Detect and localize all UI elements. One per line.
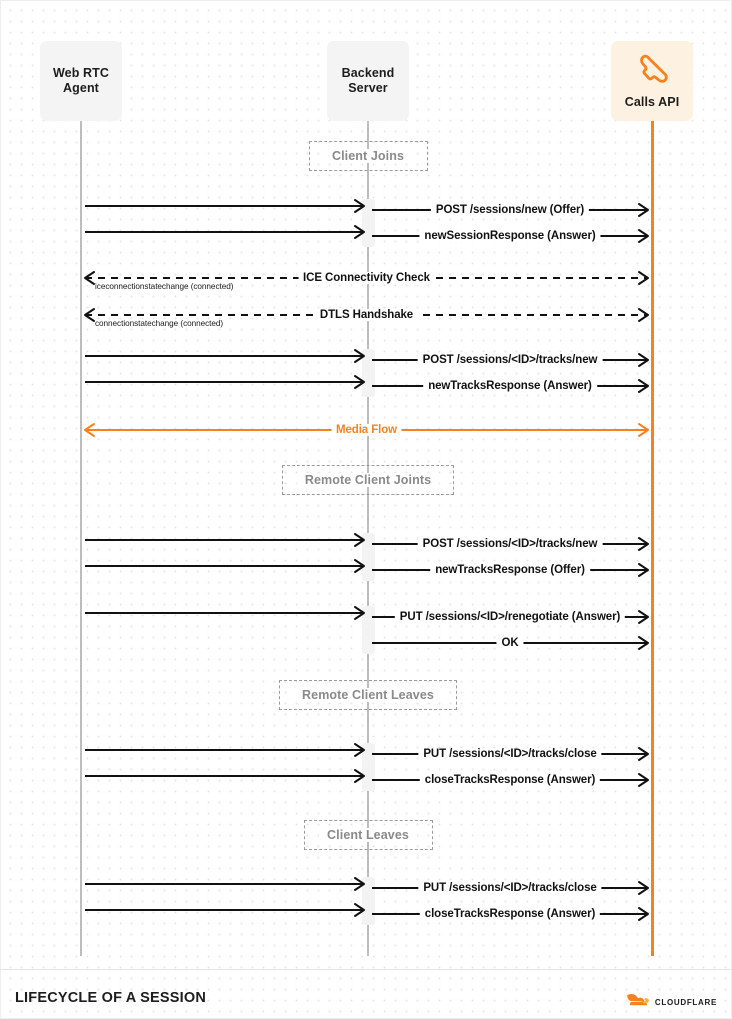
message-label: PUT /sessions/<ID>/tracks/close	[418, 882, 602, 894]
activation-bar	[362, 199, 375, 247]
phone-icon	[634, 53, 670, 91]
message-label: closeTracksResponse (Answer)	[419, 774, 601, 786]
participant-label: Web RTC Agent	[52, 66, 110, 95]
lifeline-calls	[651, 121, 654, 956]
activation-bar	[362, 877, 375, 925]
message-sublabel: iceconnectionstatechange (connected)	[95, 282, 234, 291]
section-divider: Remote Client Joints	[282, 465, 454, 495]
participant-backend[interactable]: Backend Server	[327, 41, 409, 121]
lifeline-client	[80, 121, 82, 956]
message-arrow	[85, 557, 365, 575]
message-label: OK	[496, 637, 524, 649]
cloudflare-cloud-icon	[624, 993, 650, 1011]
message-arrow	[85, 531, 365, 549]
message-sublabel: connectionstatechange (connected)	[95, 319, 224, 328]
section-label: Client Joins	[323, 149, 413, 163]
message-arrow	[85, 767, 365, 785]
message-label: ICE Connectivity Check	[298, 272, 435, 284]
activation-bar	[362, 533, 375, 581]
message-label: PUT /sessions/<ID>/renegotiate (Answer)	[394, 611, 626, 623]
message-label: POST /sessions/<ID>/tracks/new	[417, 354, 603, 366]
message-arrow	[85, 604, 365, 622]
message-label: newTracksResponse (Answer)	[423, 380, 597, 392]
participant-label: Calls API	[624, 94, 680, 109]
cloudflare-logo: CLOUDFLARE	[624, 993, 717, 1011]
message-label: PUT /sessions/<ID>/tracks/close	[418, 748, 602, 760]
message-label: POST /sessions/<ID>/tracks/new	[417, 538, 603, 550]
message-arrow	[85, 223, 365, 241]
activation-bar	[362, 349, 375, 397]
message-label: POST /sessions/new (Offer)	[430, 204, 590, 216]
message-label: closeTracksResponse (Answer)	[419, 908, 601, 920]
message-arrow	[85, 197, 365, 215]
message-arrow	[85, 901, 365, 919]
section-divider: Client Leaves	[303, 820, 433, 850]
message-arrow	[85, 741, 365, 759]
activation-bar	[362, 606, 375, 654]
cloudflare-wordmark: CLOUDFLARE	[654, 997, 717, 1007]
page-title: LIFECYCLE OF A SESSION	[15, 990, 207, 1006]
footer-divider	[1, 969, 731, 970]
message-arrow	[85, 875, 365, 893]
participant-client[interactable]: Web RTC Agent	[40, 41, 122, 121]
activation-bar	[362, 743, 375, 791]
section-label: Remote Client Joints	[296, 473, 440, 487]
message-arrow	[85, 347, 365, 365]
section-divider: Client Joins	[308, 141, 428, 171]
message-label: DTLS Handshake	[314, 309, 419, 321]
message-label: newTracksResponse (Offer)	[430, 564, 590, 576]
message-label: Media Flow	[331, 424, 402, 436]
section-label: Remote Client Leaves	[294, 688, 442, 702]
participant-label: Backend Server	[341, 66, 395, 95]
message-label: newSessionResponse (Answer)	[419, 230, 601, 242]
section-label: Client Leaves	[319, 828, 417, 842]
participant-calls[interactable]: Calls API	[611, 41, 693, 121]
section-divider: Remote Client Leaves	[279, 680, 457, 710]
message-arrow	[85, 373, 365, 391]
